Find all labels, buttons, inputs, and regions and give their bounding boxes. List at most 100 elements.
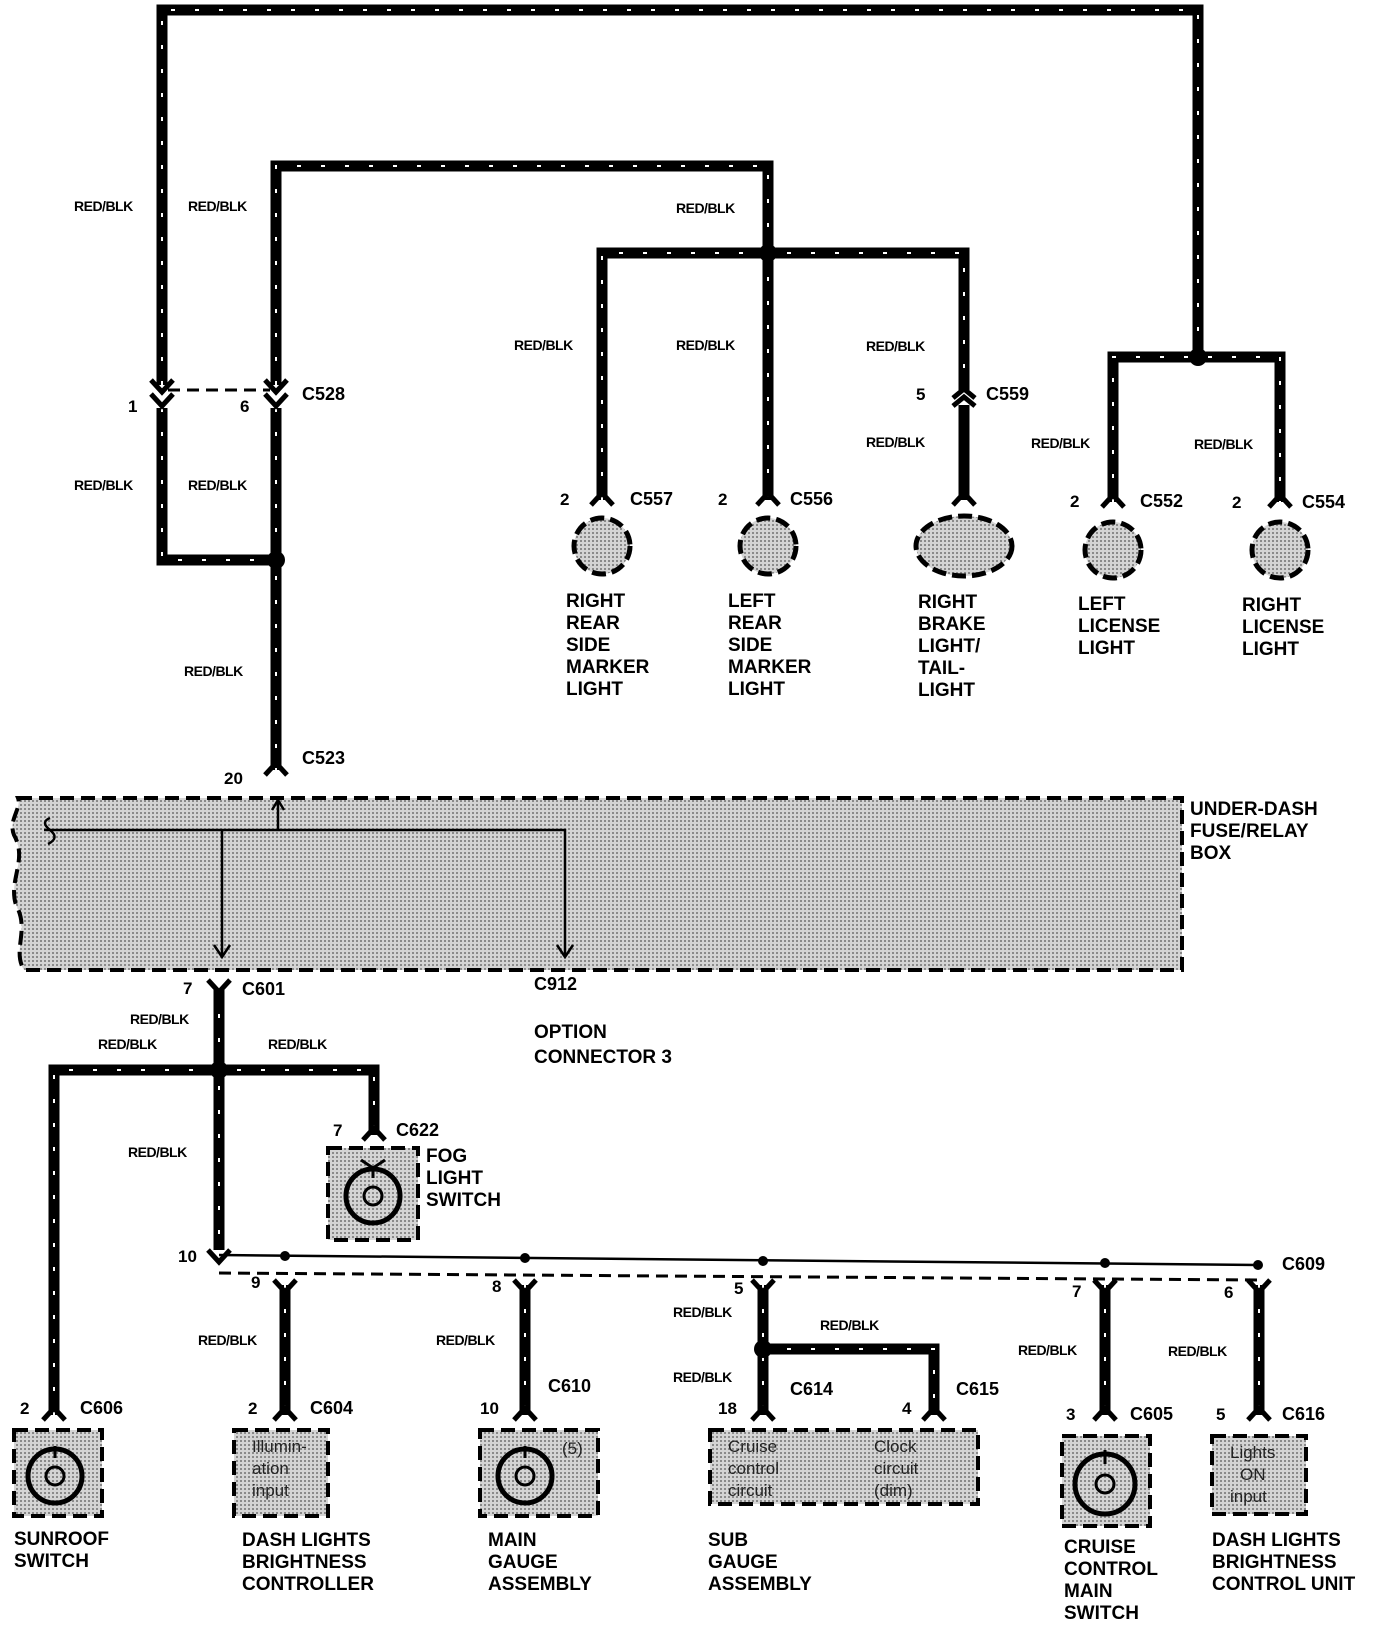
wire-label: RED/BLK bbox=[74, 198, 133, 214]
wire-label: RED/BLK bbox=[676, 337, 735, 353]
svg-text:ON: ON bbox=[1240, 1465, 1266, 1484]
wire-label: RED/BLK bbox=[673, 1369, 732, 1385]
svg-text:CONTROLLER: CONTROLLER bbox=[242, 1574, 374, 1595]
svg-text:input: input bbox=[252, 1481, 289, 1500]
connector-names: C528 C523 C557 C556 C559 C552 C554 C601 … bbox=[80, 384, 1345, 1424]
fuse-relay-box-label: UNDER-DASH FUSE/RELAY BOX bbox=[1190, 799, 1318, 864]
svg-text:LIGHT: LIGHT bbox=[728, 679, 785, 700]
wire-label: RED/BLK bbox=[1194, 436, 1253, 452]
pin-number: 2 bbox=[1070, 492, 1079, 511]
pin-number: 2 bbox=[560, 490, 569, 509]
dash-controller-inner-label: Illumin- ation input bbox=[252, 1437, 307, 1500]
svg-text:ASSEMBLY: ASSEMBLY bbox=[708, 1574, 812, 1595]
svg-text:(5): (5) bbox=[562, 1439, 583, 1458]
svg-text:GAUGE: GAUGE bbox=[708, 1552, 778, 1573]
pin-number: 5 bbox=[1216, 1405, 1225, 1424]
svg-text:TAIL-: TAIL- bbox=[918, 658, 965, 679]
wire-label: RED/BLK bbox=[184, 663, 243, 679]
svg-text:LIGHT: LIGHT bbox=[1078, 638, 1135, 659]
svg-text:RIGHT: RIGHT bbox=[566, 591, 626, 612]
right-rear-side-marker-label: RIGHT REAR SIDE MARKER LIGHT bbox=[566, 591, 650, 700]
pin-number: 2 bbox=[248, 1399, 257, 1418]
left-rear-side-marker-label: LEFT REAR SIDE MARKER LIGHT bbox=[728, 591, 812, 700]
svg-text:BOX: BOX bbox=[1190, 843, 1232, 864]
svg-text:CONTROL: CONTROL bbox=[1064, 1559, 1158, 1580]
svg-text:Lights: Lights bbox=[1230, 1443, 1275, 1462]
right-brake-tail-light-label: RIGHT BRAKE LIGHT/ TAIL- LIGHT bbox=[918, 592, 986, 701]
switch-symbols bbox=[25, 1158, 1138, 1517]
svg-text:control: control bbox=[728, 1459, 779, 1478]
pin-number: 10 bbox=[480, 1399, 499, 1418]
wire-label: RED/BLK bbox=[1018, 1342, 1077, 1358]
wires bbox=[48, 4, 1286, 1415]
svg-text:FOG: FOG bbox=[426, 1146, 467, 1167]
svg-text:BRAKE: BRAKE bbox=[918, 614, 986, 635]
sub-gauge-assembly-label: SUB GAUGE ASSEMBLY bbox=[708, 1530, 812, 1595]
svg-text:CRUISE: CRUISE bbox=[1064, 1537, 1136, 1558]
svg-text:REAR: REAR bbox=[728, 613, 782, 634]
connector-c610: C610 bbox=[548, 1376, 591, 1396]
connector-c609: C609 bbox=[1282, 1254, 1325, 1274]
wire-label: RED/BLK bbox=[866, 338, 925, 354]
svg-text:CONNECTOR 3: CONNECTOR 3 bbox=[534, 1047, 672, 1068]
wire-label: RED/BLK bbox=[198, 1332, 257, 1348]
wire-label: RED/BLK bbox=[130, 1011, 189, 1027]
connector-chevrons bbox=[41, 378, 1293, 1422]
wire-label: RED/BLK bbox=[268, 1036, 327, 1052]
component-boxes bbox=[12, 1146, 1308, 1528]
dash-control-unit-inner-label: Lights ON input bbox=[1230, 1443, 1275, 1506]
connector-c556: C556 bbox=[790, 489, 833, 509]
svg-text:RIGHT: RIGHT bbox=[1242, 595, 1302, 616]
pin-number: 6 bbox=[240, 397, 249, 416]
connector-c616: C616 bbox=[1282, 1404, 1325, 1424]
connector-c552: C552 bbox=[1140, 491, 1183, 511]
wire-label: RED/BLK bbox=[188, 477, 247, 493]
svg-text:LIGHT/: LIGHT/ bbox=[918, 636, 981, 657]
svg-text:(dim): (dim) bbox=[874, 1481, 913, 1500]
wire-label: RED/BLK bbox=[1031, 435, 1090, 451]
sub-gauge-inner-left-label: Cruise control circuit bbox=[728, 1437, 779, 1500]
pin-number: 9 bbox=[251, 1273, 260, 1292]
pin-number: 6 bbox=[1224, 1283, 1233, 1302]
main-gauge-assembly-label: MAIN GAUGE ASSEMBLY (5) bbox=[488, 1439, 592, 1595]
wire-label: RED/BLK bbox=[820, 1317, 879, 1333]
svg-text:DASH LIGHTS: DASH LIGHTS bbox=[242, 1530, 371, 1551]
svg-text:OPTION: OPTION bbox=[534, 1022, 607, 1043]
pin-number: 7 bbox=[1072, 1282, 1081, 1301]
wire-hatching bbox=[53, 9, 1281, 1415]
sunroof-switch-label: SUNROOF SWITCH bbox=[14, 1529, 109, 1572]
pin-number: 7 bbox=[183, 979, 192, 998]
pin-number: 7 bbox=[333, 1121, 342, 1140]
pin-number: 18 bbox=[718, 1399, 737, 1418]
right-license-light-label: RIGHT LICENSE LIGHT bbox=[1242, 595, 1324, 660]
svg-text:REAR: REAR bbox=[566, 613, 620, 634]
connector-c614: C614 bbox=[790, 1379, 833, 1399]
pin-number: 20 bbox=[224, 769, 243, 788]
svg-text:MARKER: MARKER bbox=[728, 657, 812, 678]
connector-c559: C559 bbox=[986, 384, 1029, 404]
wire-label: RED/BLK bbox=[866, 434, 925, 450]
pin-numbers: 1 6 20 2 2 5 2 2 7 7 10 9 8 5 7 6 2 2 10… bbox=[20, 385, 1241, 1424]
svg-text:FUSE/RELAY: FUSE/RELAY bbox=[1190, 821, 1309, 842]
wire-label: RED/BLK bbox=[98, 1036, 157, 1052]
wire-label: RED/BLK bbox=[74, 477, 133, 493]
svg-text:RIGHT: RIGHT bbox=[918, 592, 978, 613]
svg-text:BRIGHTNESS: BRIGHTNESS bbox=[1212, 1552, 1337, 1573]
connector-c557: C557 bbox=[630, 489, 673, 509]
svg-text:LICENSE: LICENSE bbox=[1242, 617, 1324, 638]
svg-text:GAUGE: GAUGE bbox=[488, 1552, 558, 1573]
svg-text:ASSEMBLY: ASSEMBLY bbox=[488, 1574, 592, 1595]
svg-text:circuit: circuit bbox=[874, 1459, 919, 1478]
pin-number: 1 bbox=[128, 397, 137, 416]
svg-text:LIGHT: LIGHT bbox=[918, 680, 975, 701]
pin-number: 8 bbox=[492, 1277, 501, 1296]
splices bbox=[210, 244, 1207, 1358]
connector-c622: C622 bbox=[396, 1120, 439, 1140]
lamps bbox=[571, 513, 1311, 581]
pin-number: 5 bbox=[734, 1279, 743, 1298]
svg-text:SUB: SUB bbox=[708, 1530, 748, 1551]
connector-c605: C605 bbox=[1130, 1404, 1173, 1424]
svg-text:MARKER: MARKER bbox=[566, 657, 650, 678]
fog-light-switch-label: FOG LIGHT SWITCH bbox=[426, 1146, 501, 1211]
svg-text:LEFT: LEFT bbox=[728, 591, 776, 612]
